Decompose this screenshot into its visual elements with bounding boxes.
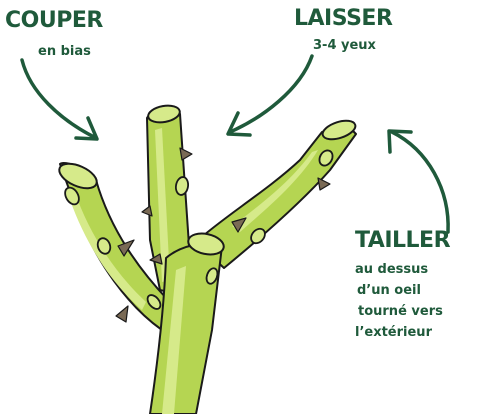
- tailler-line-3: tourné vers: [358, 304, 443, 319]
- bud-left-2: [96, 237, 112, 255]
- center-stem-cut: [147, 104, 181, 124]
- label-tailler-title: TAILLER: [355, 228, 451, 253]
- stems: [58, 104, 357, 414]
- bud-trunk-1: [205, 267, 219, 285]
- thorns: [115, 147, 331, 323]
- bud-right-1: [318, 149, 334, 167]
- label-tailler-description: au dessus d’un oeil tourné vers l’extéri…: [355, 259, 443, 343]
- thorn-4: [141, 205, 153, 217]
- bud-center-1: [174, 176, 190, 196]
- right-branch-cut: [321, 119, 357, 141]
- bud-left-3: [146, 294, 162, 310]
- arrows: [20, 54, 450, 234]
- center-stem-highlight: [155, 128, 170, 282]
- arrow-couper-head: [74, 116, 99, 141]
- tailler-line-2: d’un oeil: [357, 283, 421, 298]
- arrow-laisser-head: [226, 111, 252, 137]
- right-branch-highlight: [232, 150, 318, 232]
- thorn-1: [117, 239, 135, 257]
- arrow-tailler-head: [387, 129, 413, 154]
- thorn-2: [115, 305, 129, 323]
- arrow-couper: [20, 58, 98, 140]
- main-trunk-highlight: [162, 266, 186, 414]
- thorn-7: [149, 253, 163, 265]
- arrow-laisser: [228, 54, 314, 134]
- main-trunk-cut: [187, 232, 225, 256]
- tailler-line-1: au dessus: [355, 262, 429, 277]
- buds: [64, 149, 334, 310]
- bud-left-1: [64, 186, 80, 206]
- label-couper-title: COUPER: [5, 8, 103, 33]
- tailler-line-4: l’extérieur: [355, 325, 432, 340]
- label-laisser-title: LAISSER: [294, 6, 393, 31]
- left-branch-cut: [58, 162, 98, 190]
- thorn-3: [179, 147, 193, 161]
- label-laisser-subtitle: 3-4 yeux: [313, 38, 376, 53]
- arrow-tailler: [390, 130, 450, 234]
- thorn-6: [317, 177, 331, 191]
- label-couper-subtitle: en bias: [38, 44, 91, 59]
- thorn-5: [231, 217, 247, 233]
- bud-right-2: [250, 227, 266, 245]
